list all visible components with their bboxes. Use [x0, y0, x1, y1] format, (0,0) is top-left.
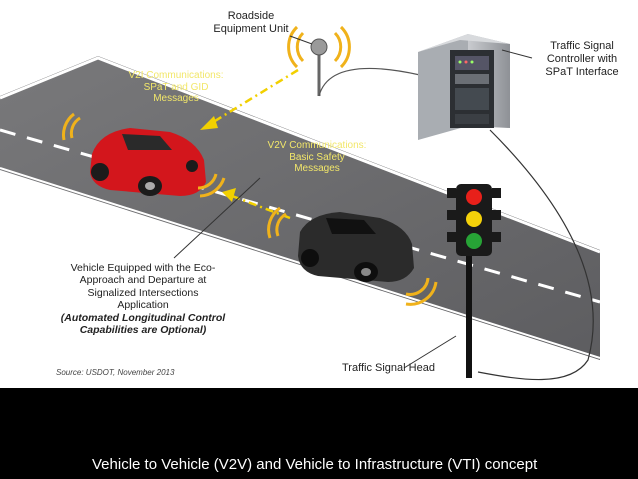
vehicle-leader-line	[173, 177, 261, 259]
lane-marking	[0, 128, 601, 304]
signal-yellow-light	[466, 211, 482, 227]
source-note: Source: USDOT, November 2013	[56, 368, 175, 377]
v2i-label: V2I Communications: SPaT and GID Message…	[128, 70, 224, 104]
v2x-diagram: Roadside Equipment Unit Traffic Signal C…	[0, 0, 638, 388]
signal-green-light	[466, 233, 482, 249]
slide-caption: Vehicle to Vehicle (V2V) and Vehicle to …	[92, 456, 538, 473]
vehicle-line-3: Signalized Intersections	[87, 286, 199, 299]
vehicle-line-1: Vehicle Equipped with the Eco-	[70, 262, 216, 274]
v2v-label: V2V Communications: Basic Safety Message…	[267, 140, 367, 174]
diagram-graphic	[0, 25, 601, 381]
signal-red-light	[466, 189, 482, 205]
caption-bar	[0, 388, 638, 479]
controller-label: Traffic Signal Controller with SPaT Inte…	[545, 40, 619, 78]
vehicle-optional-note: (Automated Longitudinal Control Capabili…	[60, 311, 226, 336]
v2v-arrow	[222, 188, 291, 220]
vehicle-description: Vehicle Equipped with the Eco- Approach …	[38, 262, 248, 336]
rsu-leader-line	[289, 35, 313, 45]
vehicle-line-2: Approach and Departure at	[79, 274, 207, 287]
signal-leader-line	[403, 335, 457, 369]
vehicle-line-4: Application	[117, 299, 169, 312]
signal-cable	[477, 129, 594, 381]
signal-head-label: Traffic Signal Head	[342, 362, 435, 374]
traffic-light-icon	[447, 184, 501, 378]
black-car-icon	[267, 206, 438, 306]
controller-cabinet-icon	[418, 34, 533, 140]
roadside-unit-label: Roadside Equipment Unit	[213, 10, 289, 35]
red-car-icon	[62, 112, 226, 198]
antenna-icon	[287, 25, 421, 97]
v2i-arrow	[200, 68, 299, 130]
